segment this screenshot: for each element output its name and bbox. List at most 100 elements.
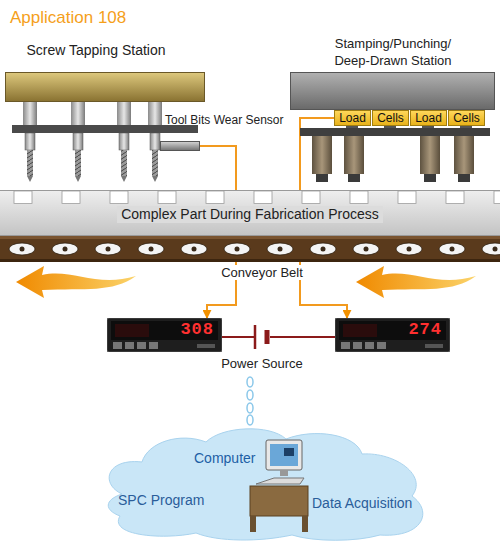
meter-face-part: [197, 344, 215, 348]
computer-icon-part: [302, 516, 308, 532]
screw-tapping-tools-part: [23, 102, 37, 125]
punch-tools: [300, 126, 490, 182]
punch-tools-part: [420, 136, 440, 174]
belt-rollers-part: [364, 247, 369, 252]
power-source-symbol-part: [254, 325, 257, 349]
screw-tapping-tools-part: [25, 133, 35, 150]
meter-face-part: [339, 321, 446, 340]
load-cell: Load: [334, 110, 371, 126]
belt-rollers-part: [267, 243, 293, 255]
computer-cloud-part: [108, 429, 423, 540]
load-cell: Cells: [372, 110, 409, 126]
data-link-dots-part: [247, 390, 253, 400]
computer-cloud: [100, 424, 430, 542]
node-text: 274: [408, 320, 442, 339]
meter-face-part: [137, 342, 146, 349]
punch-tools-part: [344, 136, 364, 174]
panel-meter: 274: [335, 318, 450, 352]
belt-rollers-part: [9, 243, 35, 255]
text-label: Conveyor Belt: [218, 265, 306, 280]
power-source-symbol-part: [222, 336, 335, 338]
meter-face-part: [343, 324, 377, 337]
belt-rollers-part: [95, 243, 121, 255]
node-text: Cells: [453, 111, 480, 125]
meter-face-part: [425, 344, 443, 348]
part-slots-part: [254, 191, 272, 203]
screw-tapping-tools-part: [119, 133, 129, 150]
computer-icon-part: [284, 448, 294, 456]
punch-tools-part: [312, 136, 332, 174]
part-slots-part: [110, 191, 128, 203]
conveyor-belt-part: [0, 236, 500, 262]
diagram-title: Application 108: [10, 8, 126, 28]
wear-sensor: Tool Bits Wear Sensor: [160, 141, 200, 151]
belt-rollers-part: [20, 247, 25, 252]
punch-tools-part: [454, 136, 474, 174]
part-slots-part: [206, 191, 224, 203]
part-slots-part: [446, 191, 464, 203]
node-text: 308: [180, 320, 214, 339]
computer-icon-part: [270, 444, 298, 466]
meter-face-part: [335, 318, 450, 352]
node-text: Stamping/Punching/ Deep-Drawn Station: [318, 35, 468, 69]
flow-arrows: [16, 266, 476, 298]
part-band: Complex Part During Fabrication Process: [0, 190, 500, 236]
punch-tools-part: [458, 174, 470, 182]
station-box: Stamping/Punching/ Deep-Drawn Station: [290, 72, 495, 110]
node-text: Screw Tapping Station: [1, 42, 191, 58]
node-text: Load: [339, 111, 366, 125]
station-box: Screw Tapping Station: [5, 72, 205, 102]
meter-face-part: [107, 318, 222, 352]
flow-arrows-part: [16, 266, 136, 298]
belt-rollers-part: [407, 247, 412, 252]
screw-tapping-tools-part: [121, 150, 127, 176]
meter-face-part: [113, 342, 122, 349]
punch-tools-part: [424, 174, 436, 182]
screw-tapping-tools-part: [75, 150, 81, 176]
load-cell: Cells: [448, 110, 485, 126]
belt-rollers-part: [396, 243, 422, 255]
belt-rollers-part: [310, 243, 336, 255]
belt-rollers-part: [52, 243, 78, 255]
belt-rollers-part: [149, 247, 154, 252]
screw-tapping-tools-part: [117, 102, 131, 125]
conveyor-belt-part: [0, 259, 500, 262]
part-slots-part: [494, 191, 500, 203]
punch-tools-part: [300, 128, 490, 136]
conveyor-belt-part: [0, 236, 500, 239]
screw-tapping-tools-part: [150, 133, 160, 150]
meter-face-part: [353, 342, 362, 349]
belt-rollers-part: [138, 243, 164, 255]
screw-tapping-tools-part: [71, 102, 85, 125]
meter-face-part: [111, 321, 218, 340]
computer-icon-part: [250, 486, 308, 516]
punch-tools-part: [316, 174, 328, 182]
node-text: Load: [415, 111, 442, 125]
data-link-dots-part: [247, 415, 253, 425]
belt-rollers-part: [181, 243, 207, 255]
belt-rollers-part: [353, 243, 379, 255]
part-slots-part: [350, 191, 368, 203]
computer-icon-part: [256, 478, 304, 484]
belt-rollers-part: [106, 247, 111, 252]
part-slots-part: [302, 191, 320, 203]
belt-rollers-part: [321, 247, 326, 252]
belt-rollers-part: [224, 243, 250, 255]
part-slots-part: [62, 191, 80, 203]
computer-icon-part: [266, 440, 302, 470]
computer-icon-part: [280, 470, 288, 476]
belt-rollers-part: [278, 247, 283, 252]
flow-arrows-part: [356, 266, 476, 298]
screw-tapping-tools-part: [27, 176, 158, 182]
meter-face-part: [365, 342, 374, 349]
belt-rollers-part: [63, 247, 68, 252]
computer-icon-part: [250, 516, 256, 532]
belt-rollers-part: [439, 243, 465, 255]
belt-rollers-part: [482, 243, 500, 255]
text-label: Power Source: [218, 356, 306, 371]
computer-cloud: ComputerSPC ProgramData Acquisition: [100, 424, 430, 542]
node-text: Cells: [377, 111, 404, 125]
part-slots-part: [14, 191, 32, 203]
belt-rollers-part: [235, 247, 240, 252]
